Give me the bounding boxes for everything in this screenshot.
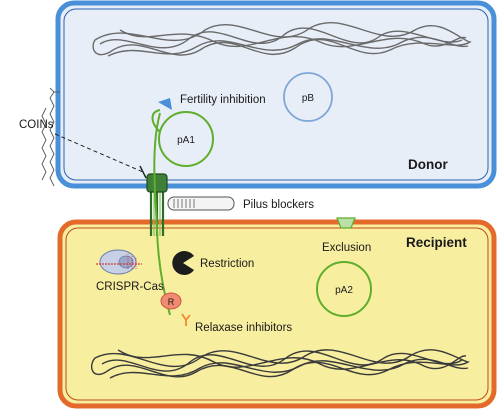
relaxase-inhibitors-label: Relaxase inhibitors <box>195 322 292 334</box>
donor-label: Donor <box>408 157 448 172</box>
recipient-cell <box>57 219 497 409</box>
fertility-inhibition-label: Fertility inhibition <box>180 94 266 106</box>
crispr-cas-label: CRISPR-Cas <box>96 281 164 293</box>
coins-label: COINs <box>19 119 54 131</box>
relaxase-marker: R <box>160 292 182 310</box>
exclusion-label: Exclusion <box>322 242 371 254</box>
transfer-strand <box>153 112 171 316</box>
coins-inhibition-bar <box>139 165 147 179</box>
recipient-chromosome <box>91 349 470 379</box>
pilus-blockers-label: Pilus blockers <box>243 199 314 211</box>
fertility-inhibition-icon <box>158 98 172 110</box>
plasmid-pA2: pA2 <box>316 261 372 317</box>
plasmid-pA1-label: pA1 <box>177 135 195 146</box>
plasmid-pA2-label: pA2 <box>335 285 353 296</box>
plasmid-pA1: pA1 <box>151 109 214 167</box>
exclusion-receptor-icon <box>336 217 356 229</box>
relaxase-marker-label: R <box>168 297 175 307</box>
pilus-blockers-icon <box>167 196 235 211</box>
recipient-label: Recipient <box>406 235 467 250</box>
crispr-cas-icon <box>96 249 142 275</box>
relaxase-inhibitor-icon <box>181 313 191 326</box>
donor-chromosome <box>92 22 472 57</box>
mating-pore <box>146 173 168 193</box>
plasmid-pB: pB <box>283 72 333 122</box>
coins-molecule-icon <box>41 87 60 187</box>
pA1-transfer-strand-top <box>151 109 161 133</box>
restriction-enzyme-icon <box>172 251 194 275</box>
restriction-label: Restriction <box>200 258 254 270</box>
donor-cell <box>55 0 497 189</box>
plasmid-pB-label: pB <box>302 93 315 104</box>
coins-inhibition-line <box>54 133 144 173</box>
